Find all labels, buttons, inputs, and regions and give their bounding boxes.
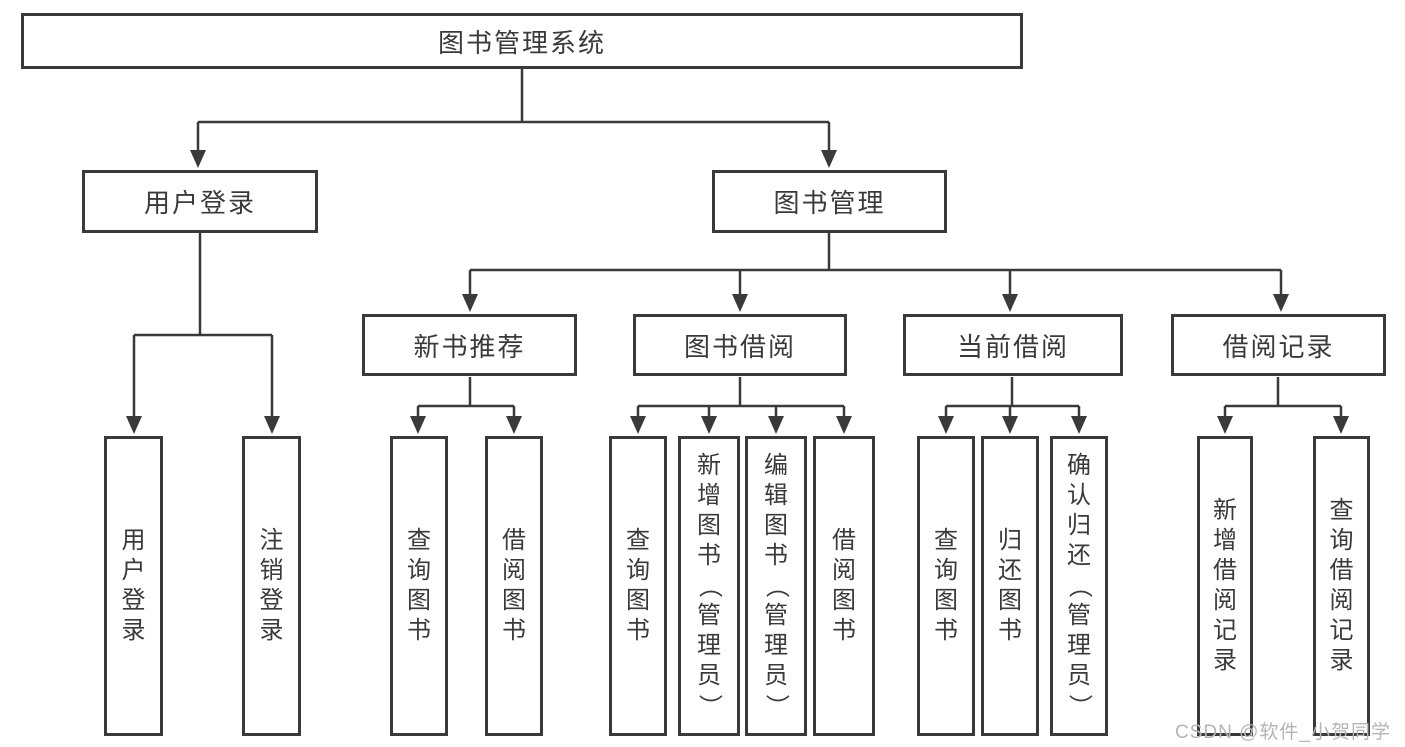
watermark: CSDN @软件_小贺同学 [1175,722,1391,743]
node-label: 查询图书 [934,527,958,644]
leaf-return-book: 归还图书 [981,436,1039,736]
node-label: 图书借阅 [683,331,796,362]
leaf-query-borrow-record: 查询借阅记录 [1313,436,1370,736]
arrowhead [732,294,748,312]
leaf-borrow-book: 借阅图书 [813,436,875,736]
arrowhead [264,416,280,434]
connector-root-to-level2 [196,69,831,152]
node-label: 新书推荐 [413,331,526,362]
arrowhead [1273,294,1289,312]
arrowhead [1333,416,1349,434]
leaf-query-book-recommend: 查询图书 [390,436,448,736]
arrowhead [1002,294,1018,312]
node-new-book-recommend: 新书推荐 [362,314,577,376]
node-label: 查询图书 [626,527,650,644]
node-user-login: 用户登录 [82,170,318,233]
leaf-query-current-borrow: 查询图书 [917,436,975,736]
arrowhead [701,416,717,434]
node-label: 新增借阅记录 [1213,497,1237,674]
leaf-add-borrow-record: 新增借阅记录 [1197,436,1253,736]
arrowhead [410,416,426,434]
connector-book-borrow-branch [636,377,846,418]
node-label: 借阅记录 [1222,331,1335,362]
arrowhead [506,416,522,434]
leaf-confirm-return-admin: 确认归还（管理员） [1050,436,1108,736]
arrowhead [126,416,142,434]
arrowhead [1217,416,1233,434]
node-label: 查询图书 [407,527,431,644]
node-library-management-system: 图书管理系统 [21,13,1023,69]
arrowhead [938,416,954,434]
node-label: 借阅图书 [832,527,856,644]
connector-user-login-branch [132,233,274,418]
connector-book-management-branch [468,233,1283,296]
node-label: 图书管理 [773,188,886,218]
node-label: 确认归还（管理员） [1066,452,1093,718]
leaf-borrow-book-recommend: 借阅图书 [485,436,543,736]
node-label: 归还图书 [998,527,1022,644]
leaf-logout: 注销登录 [242,436,301,736]
leaf-add-book-admin: 新增图书（管理员） [678,436,740,736]
node-borrow-record: 借阅记录 [1171,314,1386,376]
connector-new-book-branch [416,377,516,418]
leaf-edit-book-admin: 编辑图书（管理员） [745,436,807,736]
leaf-user-login: 用户登录 [104,436,163,736]
node-label: 图书管理系统 [437,27,606,58]
arrowhead [190,150,206,168]
node-book-management: 图书管理 [712,170,947,233]
node-current-borrow: 当前借阅 [903,314,1123,376]
arrowhead [1071,416,1087,434]
node-label: 新增图书（管理员） [696,452,723,718]
arrowhead [821,150,837,168]
connector-current-borrow-branch [944,377,1081,418]
arrowhead [1002,416,1018,434]
node-label: 编辑图书（管理员） [763,452,790,718]
arrowhead [836,416,852,434]
connector-borrow-record-branch [1223,377,1343,418]
node-label: 用户登录 [143,188,256,218]
node-label: 借阅图书 [502,527,526,644]
arrowhead [462,294,478,312]
arrowhead [768,416,784,434]
node-label: 当前借阅 [956,331,1069,362]
node-book-borrow: 图书借阅 [633,314,847,376]
node-label: 注销登录 [259,527,284,644]
node-label: 查询借阅记录 [1329,497,1354,674]
leaf-query-book-borrow: 查询图书 [609,436,667,736]
arrowhead [630,416,646,434]
node-label: 用户登录 [121,527,146,644]
